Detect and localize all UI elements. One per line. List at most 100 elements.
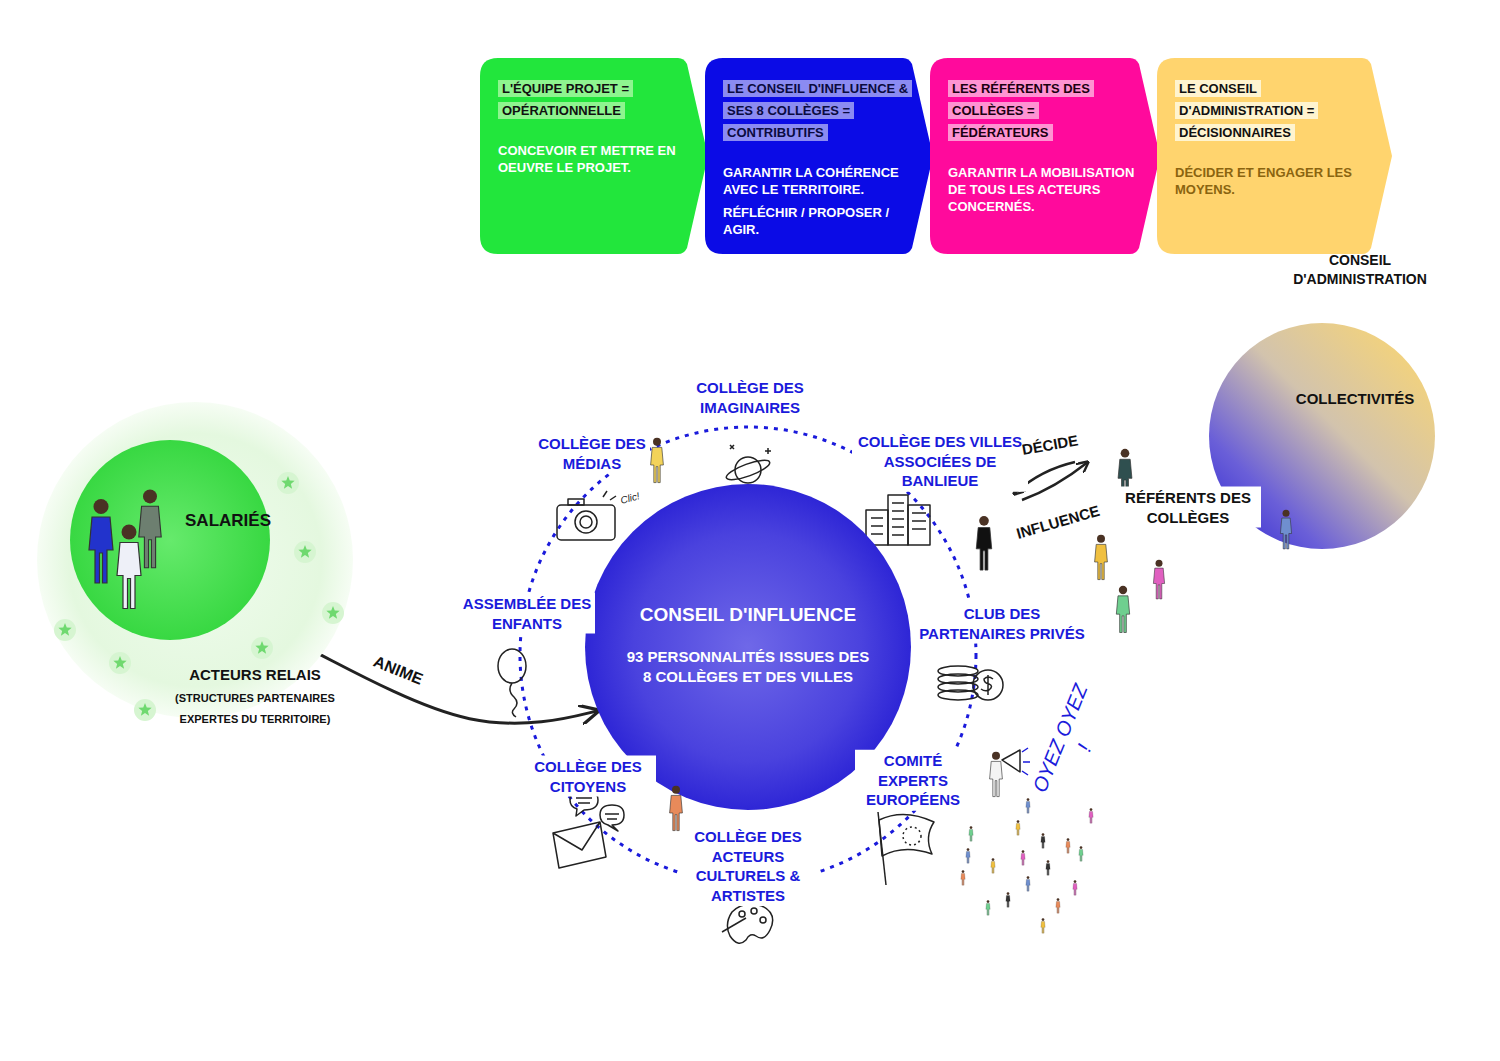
text-wrap: LES RÉFÉRENTS DES COLLÈGES = FÉDÉRATEURS — [948, 78, 1113, 144]
illustration-part — [722, 918, 746, 932]
illustration-part — [908, 505, 930, 545]
illustration-part — [903, 827, 921, 845]
star-badge — [54, 619, 76, 641]
node-title: ACTEURS RELAIS — [145, 665, 365, 685]
banner-heading: LE CONSEIL D'INFLUENCE & SES 8 COLLÈGES … — [723, 80, 912, 141]
illustration-part — [1095, 535, 1108, 580]
banner-body: CONCEVOIR ET METTRE EN OEUVRE LE PROJET. — [498, 142, 683, 176]
illustration-part — [1153, 560, 1164, 599]
palette-icon — [722, 904, 773, 943]
megaphone-icon — [1002, 748, 1030, 775]
node-text: (STRUCTURES PARTENAIRES EXPERTES DU TERR… — [145, 688, 365, 730]
annotation-label: RÉFÉRENTS DES COLLÈGES — [1115, 487, 1261, 528]
illustration-part — [651, 438, 664, 483]
chevron-banner: LES RÉFÉRENTS DES COLLÈGES = FÉDÉRATEURS… — [930, 58, 1160, 254]
illustration-part — [600, 805, 624, 831]
crowd-person — [1026, 798, 1030, 813]
illustration-part — [510, 683, 517, 717]
college-label: COMITÉ EXPERTS EUROPÉENS — [855, 750, 971, 811]
node-title: CONSEIL D'ADMINISTRATION — [1275, 251, 1445, 289]
illustration-part — [739, 911, 745, 917]
node-text: 93 PERSONNALITÉS ISSUES DES 8 COLLÈGES E… — [623, 647, 873, 688]
college-label: COLLÈGE DES ACTEURS CULTURELS & ARTISTES — [680, 826, 816, 906]
node-title: CONSEIL D'INFLUENCE — [603, 602, 893, 628]
illustration-part — [580, 516, 592, 528]
crowd-person — [1006, 892, 1010, 907]
text-wrap: CONCEVOIR ET METTRE EN OEUVRE LE PROJET. — [498, 142, 683, 176]
illustration-part — [557, 505, 615, 540]
illustration-part — [1116, 586, 1129, 633]
college-label: COLLÈGE DES IMAGINAIRES — [687, 377, 813, 418]
planet-icon — [724, 445, 771, 484]
connector-arrow — [321, 655, 598, 723]
star-disc — [109, 652, 131, 674]
star-badge — [134, 699, 156, 721]
illustration-part — [139, 489, 161, 567]
chevron-fill — [930, 58, 1160, 254]
college-icons — [498, 445, 1030, 943]
crowd-person — [1041, 918, 1045, 933]
star-disc — [294, 541, 316, 563]
illustration-part — [990, 752, 1003, 797]
crowd-person — [1079, 846, 1083, 861]
illustration-part — [938, 666, 978, 676]
college-label: COLLÈGE DES VILLES ASSOCIÉES DE BANLIEUE — [852, 431, 1028, 492]
chevron-fill — [705, 58, 933, 254]
crowd-person — [991, 858, 995, 873]
illustration-part — [976, 516, 991, 570]
college-label: COLLÈGE DES CITOYENS — [520, 756, 656, 797]
illustration-part — [724, 456, 771, 483]
star-shape — [255, 641, 268, 654]
crowd-person — [1073, 880, 1077, 895]
illustration-part — [670, 786, 683, 831]
chevron-banner: LE CONSEIL D'INFLUENCE & SES 8 COLLÈGES … — [705, 58, 933, 254]
coins-icon — [938, 666, 1003, 700]
illustration-part — [603, 491, 616, 500]
illustration-part — [760, 917, 766, 923]
star-badge — [109, 652, 131, 674]
crowd-person — [986, 900, 990, 915]
crowd-person — [969, 826, 973, 841]
illustration-part — [1280, 510, 1291, 549]
annotation-label: Clic! — [606, 485, 654, 511]
text-wrap: GARANTIR LA MOBILISATION DE TOUS LES ACT… — [948, 164, 1138, 215]
crowd-person — [966, 848, 970, 863]
star-shape — [138, 703, 151, 716]
star-shape — [326, 606, 339, 619]
illustration-part — [1002, 750, 1020, 772]
star-shape — [58, 623, 71, 636]
banner-heading: L'ÉQUIPE PROJET = OPÉRATIONNELLE — [498, 80, 633, 119]
illustration-part — [727, 904, 772, 943]
star-badge — [322, 602, 344, 624]
star-disc — [322, 602, 344, 624]
star-disc — [54, 619, 76, 641]
crowd-person — [1066, 838, 1070, 853]
people — [89, 438, 1292, 831]
envelope-icon — [553, 822, 606, 868]
illustration-part — [553, 822, 606, 868]
crowd-person — [1041, 833, 1045, 848]
illustration-part — [89, 499, 113, 583]
stars — [54, 472, 344, 721]
crowd-person — [961, 870, 965, 885]
node-title: SALARIÉS — [173, 510, 283, 533]
text-wrap: L'ÉQUIPE PROJET = OPÉRATIONNELLE — [498, 78, 648, 122]
star-shape — [281, 476, 294, 489]
illustration-part — [568, 499, 584, 505]
illustration-part — [981, 675, 993, 695]
text-wrap: LE CONSEIL D'INFLUENCE & SES 8 COLLÈGES … — [723, 78, 923, 144]
crowd-person — [1046, 860, 1050, 875]
illustration-part — [879, 814, 934, 856]
edge-label: ANIME — [367, 650, 429, 693]
star-badge — [277, 472, 299, 494]
text-wrap: DÉCIDER ET ENGAGER LES MOYENS. — [1175, 164, 1365, 198]
node-text: COLLECTIVITÉS — [1280, 389, 1430, 409]
influence-arrow — [1022, 462, 1088, 500]
banner-heading: LE CONSEIL D'ADMINISTRATION = DÉCISIONNA… — [1175, 80, 1318, 141]
circle-fill — [70, 440, 270, 640]
illustration-part — [117, 525, 141, 609]
illustration-part — [871, 503, 926, 535]
college-ring — [520, 427, 976, 883]
camera-icon — [557, 491, 616, 540]
college-label: COLLÈGE DES MÉDIAS — [534, 433, 650, 474]
